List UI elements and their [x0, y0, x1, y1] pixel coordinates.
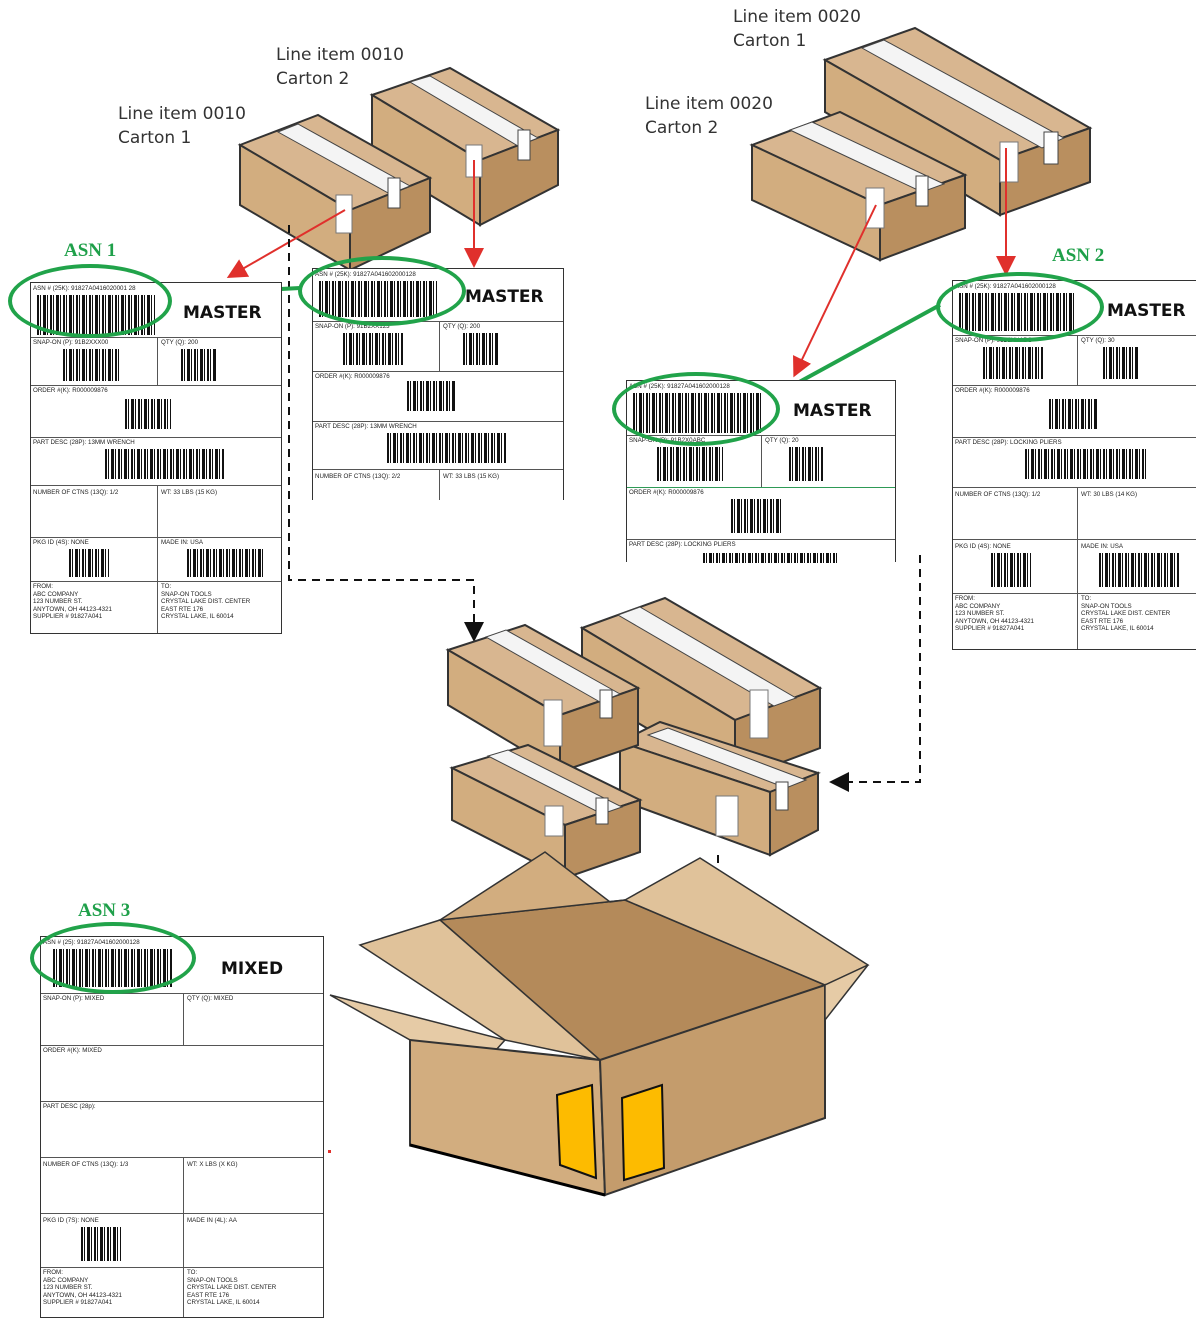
barcode	[69, 549, 109, 577]
barcode	[187, 549, 265, 577]
barcode	[1025, 449, 1147, 479]
label-type: MASTER	[183, 303, 262, 323]
label-ctns: NUMBER OF CTNS (13Q): 2/2	[315, 473, 401, 480]
barcode	[105, 449, 225, 479]
label-to: TO: SNAP-ON TOOLS CRYSTAL LAKE DIST. CEN…	[1081, 595, 1171, 632]
label-ctns: NUMBER OF CTNS (13Q): 1/2	[955, 491, 1041, 498]
label-type: MASTER	[793, 401, 872, 421]
label-pkg: PKG ID (4S): NONE	[33, 539, 89, 546]
label-from: FROM: ABC COMPANY 123 NUMBER ST. ANYTOWN…	[43, 1269, 122, 1306]
asn-highlight-ring	[936, 272, 1104, 342]
label-order: ORDER #(K): R000009876	[315, 373, 390, 380]
label-snapon: SNAP-ON (P): 91B2XXX00	[33, 339, 109, 346]
label-pkg: PKG ID (4S): NONE	[955, 543, 1011, 550]
label-wt: WT: 30 LBS (14 KG)	[1081, 491, 1138, 498]
barcode	[789, 447, 823, 481]
open-mixed-box	[329, 851, 870, 1197]
barcode	[703, 553, 837, 563]
barcode	[1049, 399, 1097, 429]
stack-carton-right	[617, 720, 821, 857]
carton-0010-1	[237, 113, 433, 272]
stack-carton-bottom-left	[449, 743, 643, 880]
label-qty: QTY (Q): MIXED	[187, 995, 234, 1002]
barcode	[181, 349, 217, 381]
asn-highlight-ring	[8, 264, 172, 338]
label-qty: QTY (Q): 30	[1081, 337, 1115, 344]
caption-line-item-0010-carton-1: Line item 0010 Carton 1	[118, 104, 246, 148]
barcode	[63, 349, 121, 381]
dashed-arrow-to-stack-right	[829, 555, 921, 792]
label-type: MASTER	[465, 287, 544, 307]
label-qty: QTY (Q): 200	[161, 339, 199, 346]
barcode	[657, 447, 723, 481]
label-ctns: NUMBER OF CTNS (13Q): 1/3	[43, 1161, 129, 1168]
asn-2-tag: ASN 2	[1052, 245, 1105, 266]
carton-0010-2	[369, 66, 561, 227]
asn-1-tag: ASN 1	[64, 240, 117, 261]
caption-line-item-0020-carton-2: Line item 0020 Carton 2	[645, 94, 773, 138]
label-part: PART DESC (28P): 13MM WRENCH	[33, 439, 135, 446]
asn-highlight-ring	[30, 922, 196, 994]
label-order: ORDER #(K): R000009876	[955, 387, 1030, 394]
barcode	[983, 347, 1043, 379]
label-from: FROM: ABC COMPANY 123 NUMBER ST. ANYTOWN…	[33, 583, 112, 620]
label-made: MADE IN (4L): AA	[187, 1217, 237, 1224]
barcode	[343, 333, 403, 365]
label-wt: WT: 33 LBS (15 KG)	[443, 473, 500, 480]
label-order: ORDER #(K): MIXED	[43, 1047, 102, 1054]
asn-highlight-ring	[612, 372, 780, 446]
barcode	[463, 333, 499, 365]
label-order: ORDER #(K): R000009876	[33, 387, 108, 394]
label-from: FROM: ABC COMPANY 123 NUMBER ST. ANYTOWN…	[955, 595, 1034, 632]
barcode	[731, 499, 781, 533]
label-part: PART DESC (28P): 13MM WRENCH	[315, 423, 417, 430]
shipping-label-0020-carton-1: ASN # (25K): 91827A041602000128 MASTER S…	[952, 280, 1196, 650]
barcode	[125, 399, 171, 429]
label-type: MASTER	[1107, 301, 1186, 321]
stack-carton-top-left	[445, 623, 641, 774]
label-to: TO: SNAP-ON TOOLS CRYSTAL LAKE DIST. CEN…	[161, 583, 251, 620]
caption-line-item-0020-carton-1: Line item 0020 Carton 1	[733, 7, 861, 51]
barcode	[407, 381, 455, 411]
asn-highlight-ring	[298, 256, 466, 326]
label-order: ORDER #(K): R000009876	[629, 489, 704, 496]
barcode	[387, 433, 507, 463]
label-wt: WT: 33 LBS (15 KG)	[161, 489, 218, 496]
barcode	[1103, 347, 1139, 379]
label-qty: QTY (Q): 200	[443, 323, 481, 330]
label-part: PART DESC (28P): LOCKING PLIERS	[629, 541, 736, 548]
label-wt: WT: X LBS (X KG)	[187, 1161, 238, 1168]
label-part: PART DESC (28P): LOCKING PLIERS	[955, 439, 1062, 446]
label-snapon: SNAP-ON (P): MIXED	[43, 995, 105, 1002]
shipping-label-mixed: ASN # (25): 91827A041602000128 MIXED SNA…	[40, 936, 324, 1318]
label-type: MIXED	[221, 959, 284, 979]
barcode	[991, 553, 1031, 587]
label-made: MADE IN: USA	[1081, 543, 1123, 550]
arrow-carton3-to-label	[793, 204, 877, 378]
barcode	[81, 1227, 121, 1261]
label-qty: QTY (Q): 20	[765, 437, 799, 444]
caption-line-item-0010-carton-2: Line item 0010 Carton 2	[276, 45, 404, 89]
label-ctns: NUMBER OF CTNS (13Q): 1/2	[33, 489, 119, 496]
label-made: MADE IN: USA	[161, 539, 203, 546]
label-snapon: SNAP-ON (P): 91B2XXABC	[955, 337, 1033, 344]
dashed-arrow-to-stack-left	[288, 225, 484, 642]
asn-3-tag: ASN 3	[78, 900, 131, 921]
label-pkg: PKG ID (7S): NONE	[43, 1217, 99, 1224]
label-to: TO: SNAP-ON TOOLS CRYSTAL LAKE DIST. CEN…	[187, 1269, 277, 1306]
barcode	[1099, 553, 1179, 587]
label-part: PART DESC (28p):	[43, 1103, 96, 1110]
label-snapon: SNAP-ON (P): 91B2XX123	[315, 323, 390, 330]
